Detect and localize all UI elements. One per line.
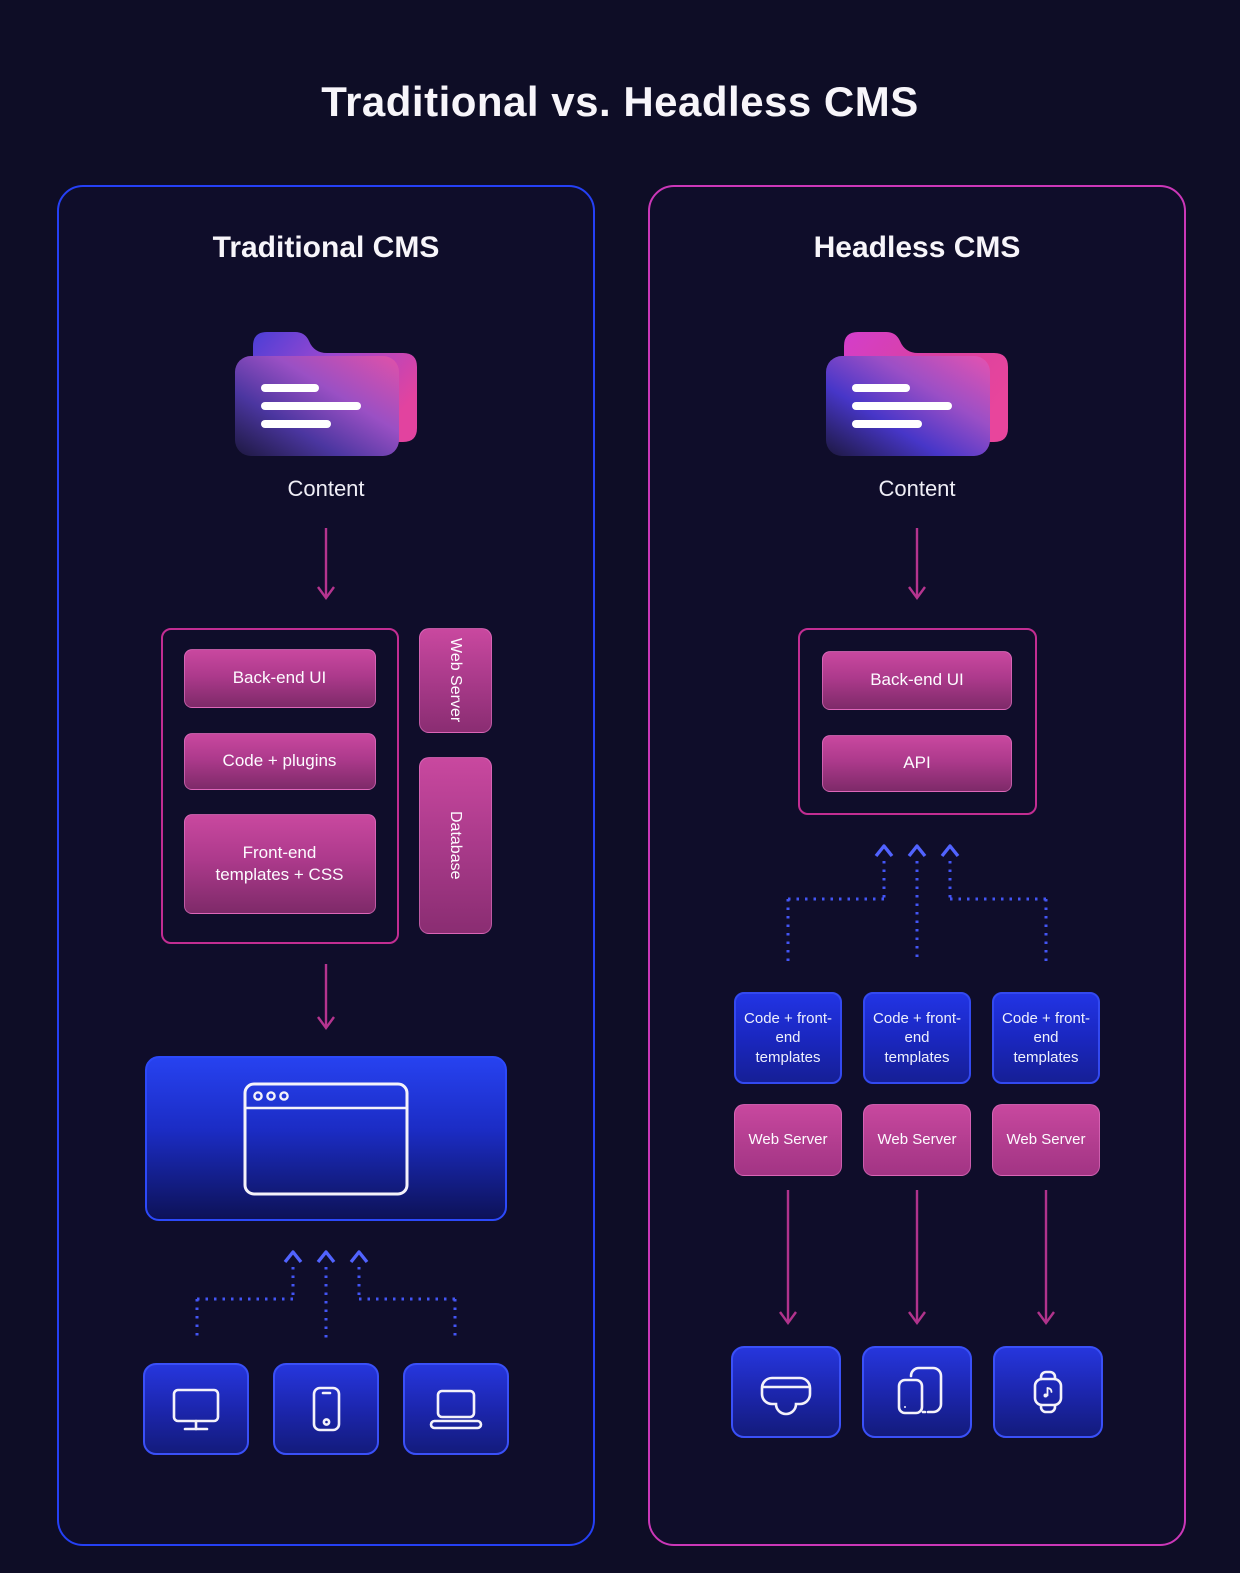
code-templates-box: Code + front-end templates: [734, 992, 842, 1084]
arrow-down-icon: [906, 528, 928, 604]
device-box: [862, 1346, 972, 1438]
code-templates-box: Code + front-end templates: [992, 992, 1100, 1084]
panel-title: Traditional CMS: [212, 231, 440, 264]
browser-window-icon: [243, 1082, 409, 1195]
database-box: Database: [418, 757, 492, 934]
tablet-and-phone-icon: [897, 1366, 943, 1415]
smartphone-icon: [312, 1386, 341, 1432]
web-server-box: Web Server: [418, 628, 492, 733]
panel-traditional-cms: Traditional CMS Content Back-end UI Code…: [57, 185, 595, 1546]
delivery-arrows-icon: [767, 1190, 1067, 1330]
arrow-down-icon: [315, 528, 337, 604]
laptop-icon: [429, 1389, 483, 1430]
device-box: [731, 1346, 841, 1438]
page-title: Traditional vs. Headless CMS: [321, 78, 919, 125]
content-folder-icon: [822, 300, 1012, 458]
dotted-merge-arrows-icon: [176, 1247, 476, 1343]
code-templates-box: Code + front-end templates: [863, 992, 971, 1084]
backend-ui-box: Back-end UI: [183, 649, 376, 708]
frontend-templates-box: Front-end templates + CSS: [183, 814, 376, 914]
vr-headset-icon: [760, 1376, 812, 1416]
web-server-box: Web Server: [863, 1104, 971, 1176]
website-box: [145, 1056, 507, 1221]
web-server-box: Web Server: [992, 1104, 1100, 1176]
device-box: [993, 1346, 1103, 1438]
device-box: [143, 1363, 249, 1455]
desktop-monitor-icon: [172, 1388, 220, 1431]
panel-title: Headless CMS: [813, 231, 1021, 264]
code-plugins-box: Code + plugins: [183, 733, 376, 790]
arrow-down-icon: [315, 964, 337, 1034]
api-box: API: [822, 735, 1012, 792]
content-folder-icon: [231, 300, 421, 458]
smartwatch-icon: [1033, 1370, 1063, 1414]
content-label: Content: [287, 476, 365, 501]
content-label: Content: [878, 476, 956, 501]
cms-stack-box: Back-end UI Code + plugins Front-end tem…: [160, 628, 399, 944]
device-box: [403, 1363, 509, 1455]
panel-headless-cms: Headless CMS Content Back-end UI API: [648, 185, 1186, 1546]
cms-stack-box: Back-end UI API: [797, 628, 1037, 815]
dotted-merge-arrows-icon: [767, 841, 1067, 967]
device-box: [273, 1363, 379, 1455]
backend-ui-box: Back-end UI: [822, 651, 1012, 710]
web-server-box: Web Server: [734, 1104, 842, 1176]
